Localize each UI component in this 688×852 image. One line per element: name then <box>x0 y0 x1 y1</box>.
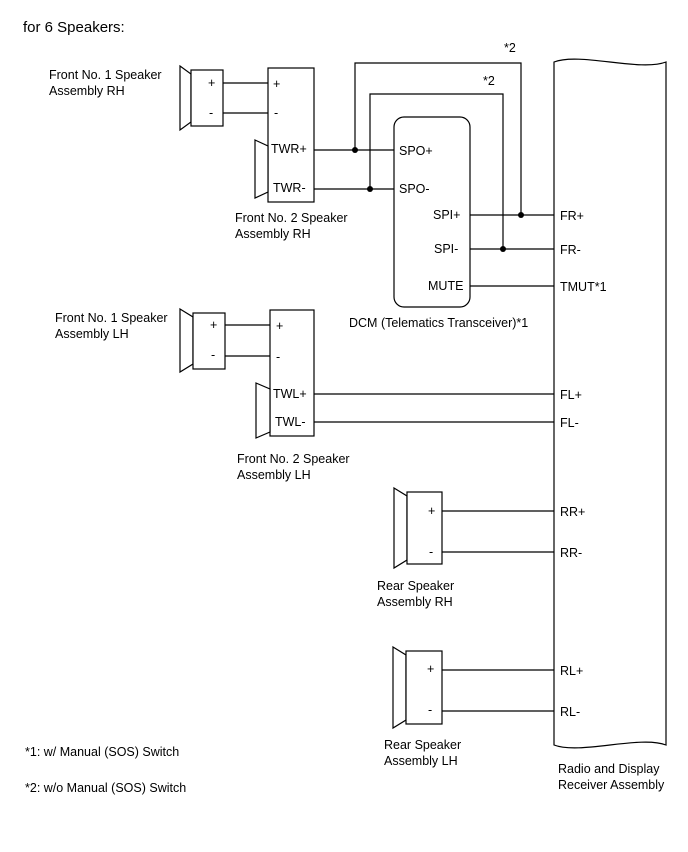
radio-pin-rr-plus: RR+ <box>560 505 585 519</box>
front-no1-rh-neg-pin: - <box>209 106 213 120</box>
front-no1-rh-label-line1: Front No. 1 Speaker <box>49 68 162 82</box>
speaker-cone-icon <box>179 307 194 374</box>
front-no2-lh-pos-pin: + <box>276 319 283 333</box>
radio-pin-rl-plus: RL+ <box>560 664 583 678</box>
front-no2-rh-label-line1: Front No. 2 Speaker <box>235 211 348 225</box>
twr-plus-pin: TWR+ <box>271 142 307 156</box>
rear-lh-pos-pin: + <box>427 662 434 676</box>
front-no1-lh-neg-pin: - <box>211 348 215 362</box>
page-title: for 6 Speakers: <box>23 19 125 36</box>
rear-lh-label-line1: Rear Speaker <box>384 738 461 752</box>
front-no1-speaker-lh: Front No. 1 Speaker Assembly LH + - <box>55 307 226 374</box>
front-no1-speaker-rh: Front No. 1 Speaker Assembly RH + - <box>49 64 224 132</box>
rear-speaker-lh: + - Rear Speaker Assembly LH <box>384 645 461 768</box>
dcm-spi-plus-pin: SPI+ <box>433 208 460 222</box>
radio-receiver-label-line1: Radio and Display <box>558 762 660 776</box>
front-no1-lh-label-line2: Assembly LH <box>55 327 129 341</box>
rear-lh-label-line2: Assembly LH <box>384 754 458 768</box>
front-no2-rh-label-line2: Assembly RH <box>235 227 311 241</box>
front-no2-lh-label-line2: Assembly LH <box>237 468 311 482</box>
front-no2-rh-pos-pin: + <box>273 77 280 91</box>
radio-pin-tmut: TMUT*1 <box>560 280 607 294</box>
speaker-cone-icon <box>179 64 192 132</box>
front-no1-rh-pos-pin: + <box>208 76 215 90</box>
front-no2-lh-neg-pin: - <box>276 350 280 364</box>
front-no2-speaker-lh: + - TWL+ TWL- Front No. 2 Speaker Assemb… <box>237 309 350 482</box>
radio-pin-fr-plus: FR+ <box>560 209 584 223</box>
dcm-spo-minus-pin: SPO- <box>399 182 430 196</box>
radio-pin-rr-minus: RR- <box>560 546 582 560</box>
speaker-cone-icon <box>393 486 408 570</box>
annotation-star2-top: *2 <box>504 41 516 55</box>
radio-receiver-label-line2: Receiver Assembly <box>558 778 665 792</box>
dcm-label: DCM (Telematics Transceiver)*1 <box>349 316 528 330</box>
rear-lh-neg-pin: - <box>428 703 432 717</box>
note-1: *1: w/ Manual (SOS) Switch <box>25 745 179 759</box>
front-no2-speaker-rh: + - TWR+ TWR- Front No. 2 Speaker Assemb… <box>235 67 348 241</box>
radio-pin-fl-minus: FL- <box>560 416 579 430</box>
front-no2-rh-neg-pin: - <box>274 106 278 120</box>
speaker-cone-icon <box>255 382 271 439</box>
note-2: *2: w/o Manual (SOS) Switch <box>25 781 186 795</box>
radio-pin-fr-minus: FR- <box>560 243 581 257</box>
rear-speaker-rh: + - Rear Speaker Assembly RH <box>377 486 454 609</box>
twr-minus-pin: TWR- <box>273 181 306 195</box>
dcm-spo-plus-pin: SPO+ <box>399 144 433 158</box>
rear-rh-label-line1: Rear Speaker <box>377 579 454 593</box>
dcm-mute-pin: MUTE <box>428 279 463 293</box>
front-no1-lh-pos-pin: + <box>210 318 217 332</box>
front-no1-lh-label-line1: Front No. 1 Speaker <box>55 311 168 325</box>
radio-pin-rl-minus: RL- <box>560 705 580 719</box>
speaker-cone-icon <box>392 645 407 730</box>
annotation-star2-inner: *2 <box>483 74 495 88</box>
twl-minus-pin: TWL- <box>275 415 306 429</box>
dcm-telematics-transceiver: SPO+ SPO- SPI+ SPI- MUTE DCM (Telematics… <box>349 116 528 330</box>
rear-rh-pos-pin: + <box>428 504 435 518</box>
rear-rh-neg-pin: - <box>429 545 433 559</box>
radio-pin-fl-plus: FL+ <box>560 388 582 402</box>
dcm-spi-minus-pin: SPI- <box>434 242 458 256</box>
twl-plus-pin: TWL+ <box>273 387 307 401</box>
radio-receiver-assembly: Radio and Display Receiver Assembly <box>553 58 667 792</box>
speaker-cone-icon <box>254 139 269 199</box>
rear-rh-label-line2: Assembly RH <box>377 595 453 609</box>
front-no2-lh-label-line1: Front No. 2 Speaker <box>237 452 350 466</box>
front-no1-rh-label-line2: Assembly RH <box>49 84 125 98</box>
